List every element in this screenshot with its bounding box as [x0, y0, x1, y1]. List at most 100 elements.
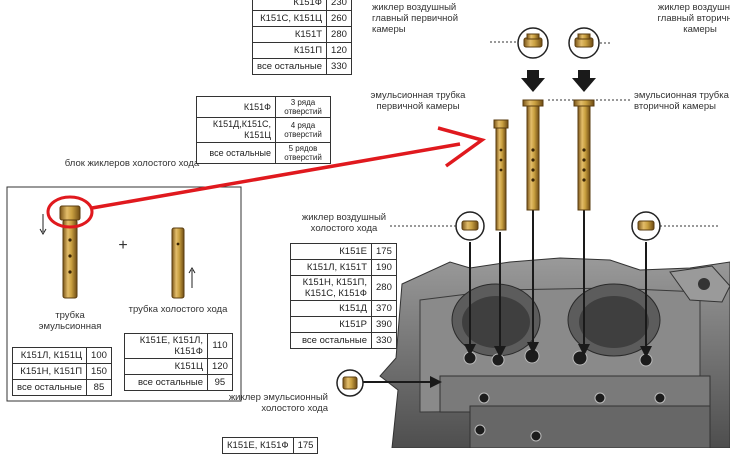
table-cell-model: все остальные: [196, 142, 276, 164]
table-cell-model: К151Р: [290, 316, 372, 333]
table-cell-value: 390: [371, 316, 397, 333]
table-cell-value: 3 ряда отверстий: [275, 96, 331, 118]
table-cell-model: К151Ф: [196, 96, 276, 118]
idle-emulsion-tube-icon: [493, 119, 509, 231]
table-cell-value: 330: [326, 58, 352, 75]
table-cell-model: К151Н, К151П, К151С, К151Ф: [290, 275, 372, 301]
table-cell-model: все остальные: [11, 379, 88, 396]
table-cell-value: 230: [326, 0, 352, 11]
table-cell-value: 370: [371, 300, 397, 317]
idle-emulsion-jet-title: жиклер эмульсионный холостого хода: [228, 392, 328, 414]
table-cell-value: 120: [207, 358, 233, 375]
table-cell-model: К151Л, К151Ц: [11, 347, 88, 364]
idle-block-frame: [6, 186, 242, 402]
highlight-arrowhead: [437, 126, 486, 168]
table-cell-value: 280: [371, 275, 397, 301]
table-cell-model: К151Е, К151Л, К151Ф: [124, 333, 208, 359]
install-arrowheads: [430, 342, 652, 388]
top-down-arrows: [521, 70, 596, 92]
idle-block-idle-tube-icon: [171, 227, 185, 299]
table-cell-model: К151П: [251, 42, 328, 59]
highlight-arrow: [91, 142, 461, 210]
idle-block-title: блок жиклеров холостого хода: [64, 158, 200, 169]
idle-air-jet-title: жиклер воздушный холостого хода: [301, 212, 387, 234]
table-cell-model: К151Ц: [124, 358, 208, 375]
idle-emulsion-jet-icon: [336, 369, 364, 397]
idle-air-jet-right-icon: [631, 211, 661, 241]
table-cell-value: 95: [207, 374, 233, 391]
table-cell-value: 85: [86, 379, 112, 396]
table-cell-value: 280: [326, 26, 352, 43]
jet-holes: [463, 348, 666, 442]
primary-emulsion-tube-title: эмульсионная трубка первичной камеры: [370, 90, 466, 112]
table-cell-value: 150: [86, 363, 112, 380]
idle-block-emulsion-tube-icon: [59, 205, 81, 299]
table-cell-model: К151С, К151Ц: [251, 10, 328, 27]
table-cell-model: К151Д,К151С, К151Ц: [196, 117, 276, 143]
table-cell-model: К151Т: [251, 26, 328, 43]
primary-air-jet-title: жиклер воздушный главный первичной камер…: [372, 2, 459, 35]
install-lines: [360, 210, 647, 383]
table-cell-model: К151Ф: [251, 0, 328, 11]
secondary-emulsion-tube-title: эмульсионная трубка вторичной камеры: [634, 90, 729, 112]
idle-tube-label: трубка холостого хода: [128, 304, 228, 315]
table-cell-value: 260: [326, 10, 352, 27]
secondary-air-jet-title: жиклер воздушный главный вторичной камер…: [657, 2, 730, 35]
table-cell-value: 190: [371, 259, 397, 276]
table-cell-value: 120: [326, 42, 352, 59]
table-cell-model: К151Л, К151Т: [290, 259, 372, 276]
table-cell-model: К151Н, К151П: [11, 363, 88, 380]
secondary-air-jet-icon: [568, 27, 600, 59]
table-cell-model: К151Д: [290, 300, 372, 317]
primary-air-jet-icon: [517, 27, 549, 59]
table-cell-value: 175: [292, 437, 319, 454]
secondary-emulsion-tube-icon: [573, 99, 595, 211]
table-cell-model: все остальные: [290, 332, 372, 349]
table-cell-value: 330: [371, 332, 397, 349]
direction-arrows: [39, 214, 196, 288]
carburetor-body: [379, 257, 730, 448]
table-cell-value: 175: [371, 243, 397, 260]
table-cell-value: 5 рядов отверстий: [275, 142, 331, 164]
table-cell-value: 4 ряда отверстий: [275, 117, 331, 143]
table-cell-model: К151Е: [290, 243, 372, 260]
plus-sign: +: [118, 237, 128, 254]
table-cell-value: 110: [207, 333, 233, 359]
table-cell-model: все остальные: [251, 58, 328, 75]
emulsion-tube-label: трубка эмульсионная: [38, 310, 102, 332]
primary-emulsion-tube-icon: [522, 99, 544, 211]
highlight-circle: [46, 195, 94, 229]
idle-air-jet-left-icon: [455, 211, 485, 241]
table-cell-value: 100: [86, 347, 112, 364]
table-cell-model: все остальные: [124, 374, 208, 391]
table-cell-model: К151Е, К151Ф: [222, 437, 294, 454]
